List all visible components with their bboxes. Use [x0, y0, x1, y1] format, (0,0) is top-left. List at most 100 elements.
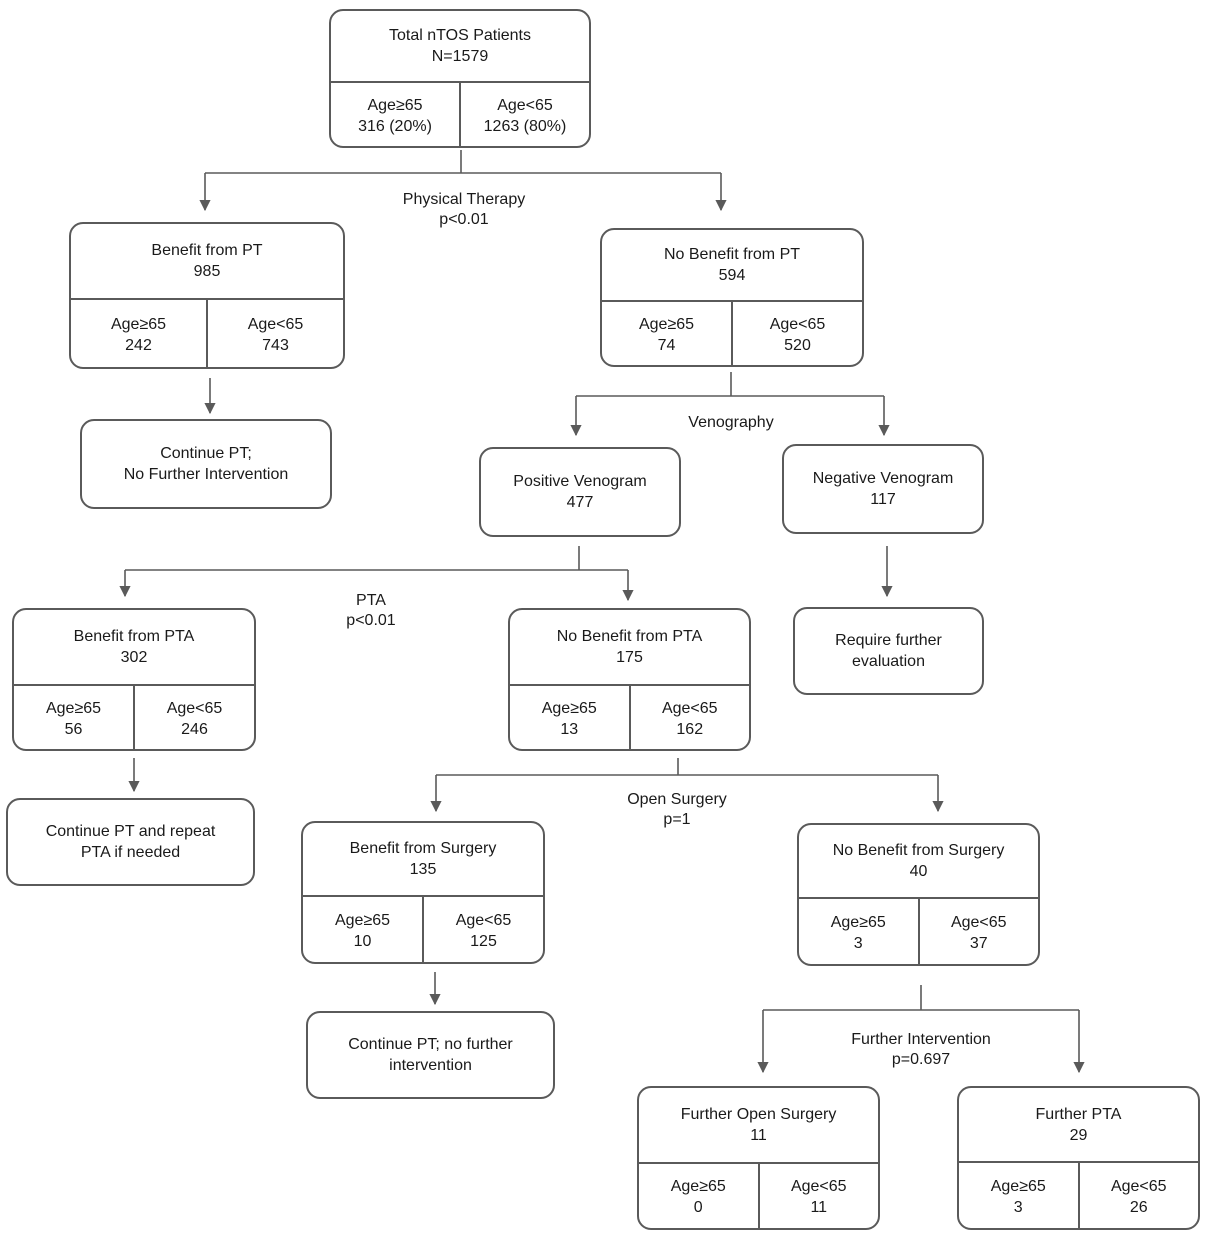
age-value: 26 [1129, 1198, 1148, 1216]
label-further-intervention: Further Intervention p=0.697 [821, 1030, 1021, 1070]
age-value: 246 [181, 720, 208, 738]
node-benefit-from-pt: Benefit from PT 985 Age≥65 242 Age<65 74… [69, 222, 345, 369]
node-title: Benefit from Surgery [349, 840, 497, 857]
node-benefit-from-surgery: Benefit from Surgery 135 Age≥65 10 Age<6… [301, 821, 545, 964]
node-header: Benefit from PTA 302 [14, 610, 254, 686]
node-count: 594 [718, 267, 746, 284]
label-line: Further Intervention [851, 1031, 991, 1048]
node-further-open-surgery: Further Open Surgery 11 Age≥65 0 Age<65 … [637, 1086, 880, 1230]
age-value: 10 [353, 932, 372, 950]
node-header: Total nTOS Patients N=1579 [331, 11, 589, 83]
age-value: 316 (20%) [358, 117, 432, 135]
age-value: 242 [125, 336, 152, 354]
age-65-plus-cell: Age≥65 0 [639, 1164, 758, 1228]
label-pta: PTA p<0.01 [321, 591, 421, 631]
node-title: Benefit from PTA [73, 628, 195, 645]
node-header: Further Open Surgery 11 [639, 1088, 878, 1164]
age-label: Age<65 [790, 1178, 847, 1195]
node-negative-venogram: Negative Venogram 117 [782, 444, 984, 534]
node-count: 985 [193, 263, 221, 280]
age-label: Age≥65 [670, 1178, 726, 1195]
age-label: Age<65 [166, 699, 223, 717]
label-pvalue: p<0.01 [439, 211, 489, 228]
age-label: Age<65 [247, 315, 304, 333]
age-value: 3 [1013, 1198, 1023, 1216]
age-label: Age≥65 [334, 911, 391, 929]
label-pvalue: p=1 [663, 811, 691, 828]
label-line: Venography [688, 414, 774, 431]
node-title: Total nTOS Patients [389, 27, 531, 44]
label-line: Physical Therapy [402, 191, 526, 208]
node-header: No Benefit from PT 594 [602, 230, 862, 302]
node-text: Continue PT and repeat [45, 823, 216, 840]
label-line: PTA [356, 592, 386, 609]
age-label: Age≥65 [990, 1177, 1046, 1195]
age-value: 37 [969, 934, 988, 952]
age-under-65-cell: Age<65 37 [917, 899, 1039, 964]
node-text: intervention [389, 1057, 472, 1074]
node-text: Continue PT; no further [348, 1036, 513, 1053]
age-label: Age≥65 [830, 913, 886, 931]
label-physical-therapy: Physical Therapy p<0.01 [364, 190, 564, 230]
node-text: Continue PT; [160, 445, 252, 462]
age-65-plus-cell: Age≥65 242 [71, 300, 206, 367]
age-value: 1263 (80%) [483, 117, 567, 135]
age-label: Age≥65 [110, 315, 167, 333]
node-title: No Benefit from Surgery [832, 842, 1005, 859]
age-65-plus-cell: Age≥65 74 [602, 302, 731, 365]
age-under-65-cell: Age<65 1263 (80%) [459, 83, 589, 146]
age-under-65-cell: Age<65 11 [757, 1164, 879, 1228]
node-no-benefit-from-surgery: No Benefit from Surgery 40 Age≥65 3 Age<… [797, 823, 1040, 966]
node-title: Further PTA [1035, 1105, 1122, 1123]
age-label: Age≥65 [638, 315, 695, 333]
node-continue-pt-repeat-pta: Continue PT and repeat PTA if needed [6, 798, 255, 886]
node-count: 40 [909, 863, 928, 880]
node-positive-venogram: Positive Venogram 477 [479, 447, 681, 537]
label-pvalue: p=0.697 [891, 1051, 951, 1068]
node-title: Further Open Surgery [680, 1106, 837, 1123]
node-benefit-from-pta: Benefit from PTA 302 Age≥65 56 Age<65 24… [12, 608, 256, 751]
age-label: Age≥65 [367, 96, 423, 114]
age-label: Age<65 [497, 96, 553, 114]
label-line: Open Surgery [627, 791, 727, 808]
node-header: Further PTA 29 [959, 1088, 1198, 1163]
age-65-plus-cell: Age≥65 13 [510, 686, 629, 749]
node-total-patients: Total nTOS Patients N=1579 Age≥65 316 (2… [329, 9, 591, 148]
age-value: 520 [784, 336, 811, 354]
node-count: 29 [1069, 1126, 1088, 1144]
age-value: 162 [676, 720, 704, 738]
age-label: Age<65 [769, 315, 826, 333]
node-count: 175 [616, 649, 643, 666]
label-pvalue: p<0.01 [346, 612, 396, 629]
age-65-plus-cell: Age≥65 3 [799, 899, 918, 964]
age-value: 743 [262, 336, 289, 354]
age-label: Age<65 [950, 913, 1007, 931]
node-count: 135 [409, 861, 437, 878]
age-under-65-cell: Age<65 743 [206, 300, 343, 367]
node-title: No Benefit from PTA [556, 628, 703, 645]
node-text: Negative Venogram [812, 470, 954, 487]
node-text: No Further Intervention [123, 466, 289, 483]
age-label: Age≥65 [45, 699, 102, 717]
node-text: Positive Venogram [513, 473, 647, 490]
age-value: 3 [853, 934, 863, 952]
node-title: No Benefit from PT [663, 246, 801, 263]
node-header: Benefit from PT 985 [71, 224, 343, 300]
age-under-65-cell: Age<65 162 [628, 686, 750, 749]
node-header: No Benefit from PTA 175 [510, 610, 749, 686]
node-header: No Benefit from Surgery 40 [799, 825, 1038, 899]
age-under-65-cell: Age<65 246 [133, 686, 254, 749]
node-text: 477 [566, 494, 594, 511]
age-value: 13 [560, 720, 579, 738]
age-under-65-cell: Age<65 125 [422, 897, 543, 962]
node-no-benefit-from-pta: No Benefit from PTA 175 Age≥65 13 Age<65… [508, 608, 751, 751]
label-open-surgery: Open Surgery p=1 [597, 790, 757, 830]
age-under-65-cell: Age<65 520 [731, 302, 862, 365]
node-text: 117 [870, 491, 896, 508]
node-title: Benefit from PT [151, 242, 263, 259]
age-65-plus-cell: Age≥65 316 (20%) [331, 83, 459, 146]
node-header: Benefit from Surgery 135 [303, 823, 543, 897]
age-65-plus-cell: Age≥65 10 [303, 897, 422, 962]
